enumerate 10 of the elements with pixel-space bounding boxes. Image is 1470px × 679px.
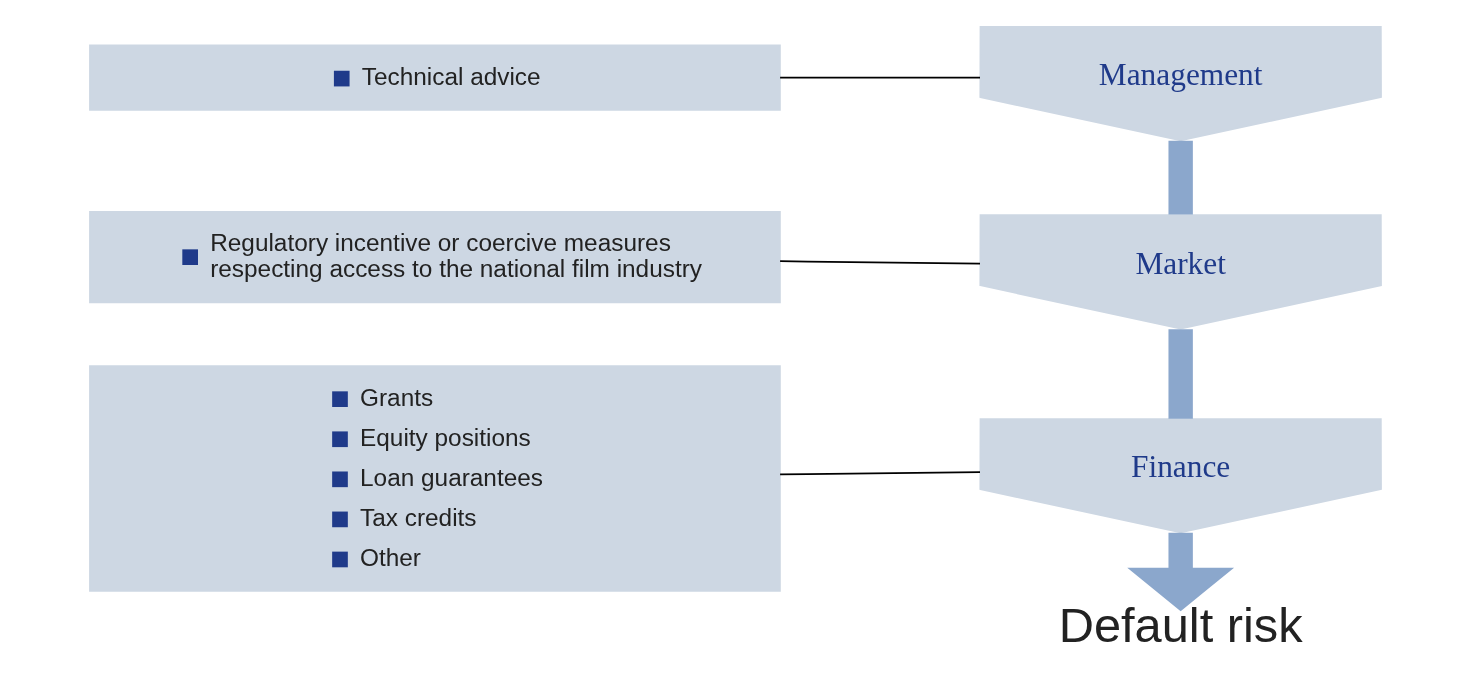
arrow bbox=[1126, 532, 1234, 612]
node-box: Technical advice bbox=[88, 44, 781, 111]
connector bbox=[778, 260, 981, 265]
connector bbox=[778, 471, 981, 476]
node-box: Regulatory incentive or coercive measures respecting access to the national film industry bbox=[88, 211, 781, 304]
node-text: Default risk bbox=[1058, 598, 1303, 653]
node-box: Grants Equity positions Loan guarantees Tax credits Other bbox=[88, 365, 781, 592]
connector bbox=[1167, 140, 1193, 215]
connector bbox=[778, 76, 981, 79]
connector bbox=[1167, 329, 1193, 419]
